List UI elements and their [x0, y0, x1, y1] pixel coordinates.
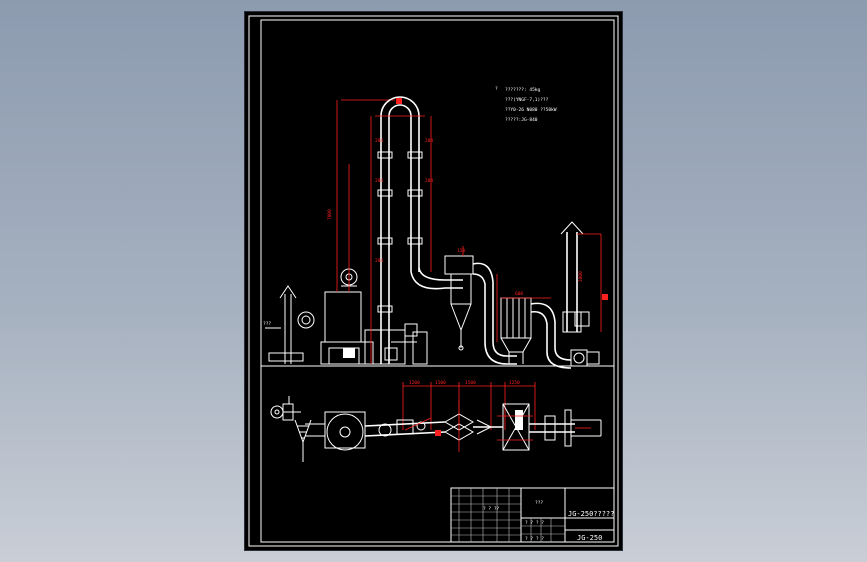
svg-text:1200: 1200 — [409, 380, 420, 386]
svg-text:204: 204 — [375, 138, 383, 144]
svg-text:1250: 1250 — [509, 380, 520, 386]
svg-text:???: ??? — [263, 321, 271, 327]
svg-text:600: 600 — [515, 291, 523, 297]
drying-tube: 204 204 204 204 204 — [364, 96, 463, 365]
drawing-sheet: ? ???????: 45kg ???(YNGF-7,1)??? ??Y0-26… — [245, 12, 622, 550]
spec-line-3: ??Y0-26 N080 ??50kW — [505, 107, 557, 113]
title-sheet-row: ? ? ? ? — [525, 520, 544, 526]
svg-text:150: 150 — [457, 248, 465, 254]
plan-bag-filter — [497, 403, 533, 451]
inlet-stack: ??? — [263, 285, 315, 364]
spec-line-2: ???(YNGF-7,1)??? — [505, 97, 549, 103]
spec-notes: ? ???????: 45kg ???(YNGF-7,1)??? ??Y0-26… — [495, 86, 557, 123]
bag-filter: 600 — [500, 291, 551, 364]
svg-text:1500: 1500 — [435, 380, 446, 386]
outer-frame — [248, 15, 619, 547]
plan-inlet — [270, 396, 312, 462]
plan-ducts — [364, 400, 503, 452]
hot-air-furnace: 7000 — [320, 99, 395, 365]
svg-text:204: 204 — [375, 258, 383, 264]
svg-text:3800: 3800 — [578, 271, 584, 282]
title-block: ??? JG-250????? ? ? ? ? ? ? ? ? ? ? ?? J… — [450, 487, 615, 543]
title-name-field: ??? — [535, 500, 543, 506]
fan-ducting — [530, 302, 600, 369]
svg-text:204: 204 — [425, 178, 433, 184]
spec-marker: ? — [495, 86, 498, 92]
svg-text:1500: 1500 — [465, 380, 476, 386]
cad-drawing: ? ???????: 45kg ???(YNGF-7,1)??? ??Y0-26… — [248, 15, 619, 547]
title-drawing-title: JG-250????? — [568, 510, 614, 518]
inner-frame — [260, 19, 615, 543]
svg-text:204: 204 — [375, 178, 383, 184]
plan-exhaust — [529, 409, 602, 447]
plan-view: 1200 1500 1500 1250 — [270, 380, 602, 462]
title-drawing-number: JG-250 — [577, 534, 602, 542]
elevation-view: ??? 7000 — [261, 96, 614, 369]
title-count-row: ? ? ? ? — [525, 536, 544, 542]
plan-furnace — [305, 411, 366, 451]
spec-line-4: ?????:JG-840 — [505, 117, 538, 123]
spec-line-1: ???????: 45kg — [505, 87, 541, 93]
exhaust-stack: 3800 — [560, 221, 608, 333]
svg-text:7000: 7000 — [327, 209, 333, 220]
title-rev-row: ? ? ?? — [483, 506, 500, 512]
cyclone-separator: 150 — [444, 246, 517, 365]
svg-text:204: 204 — [425, 138, 433, 144]
